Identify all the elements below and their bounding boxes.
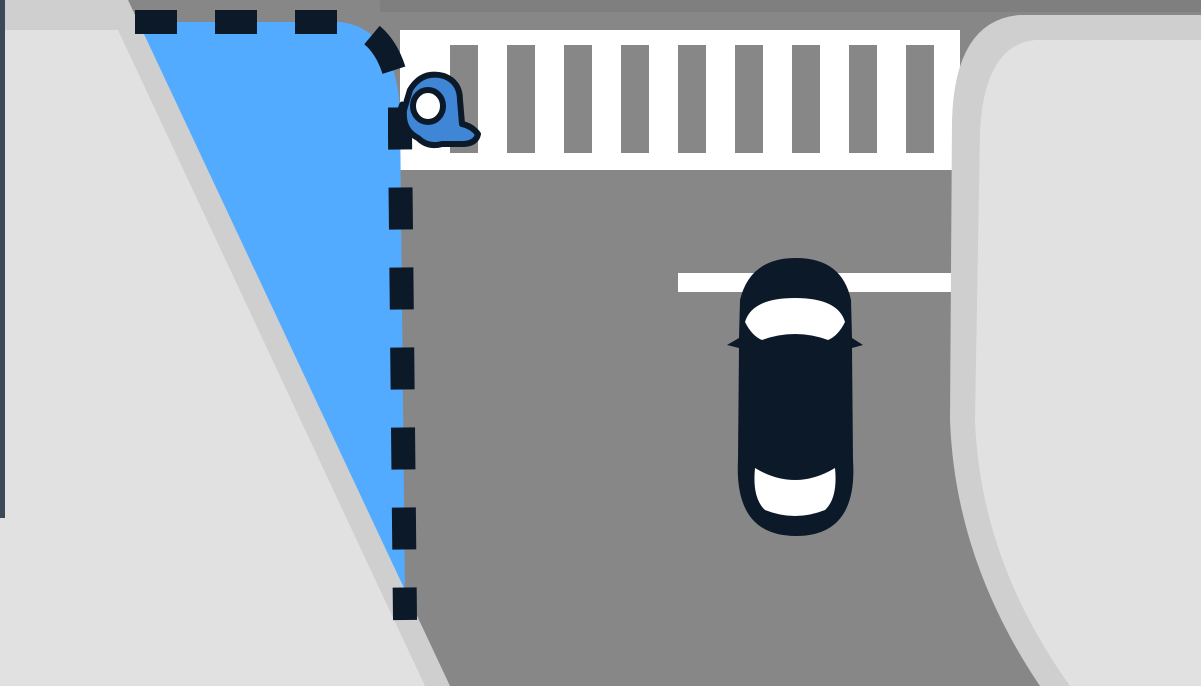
crosswalk-gap: [621, 45, 649, 153]
crosswalk-gap: [792, 45, 820, 153]
crosswalk-gap: [678, 45, 706, 153]
crosswalk: [450, 45, 934, 153]
left-edge-bar: [0, 0, 5, 518]
car-top-view-icon: [727, 258, 863, 536]
crosswalk-gap: [906, 45, 934, 153]
crosswalk-gap: [507, 45, 535, 153]
crosswalk-gap: [849, 45, 877, 153]
top-curb-strip: [380, 0, 1201, 12]
crosswalk-gap: [735, 45, 763, 153]
crosswalk-gap: [564, 45, 592, 153]
